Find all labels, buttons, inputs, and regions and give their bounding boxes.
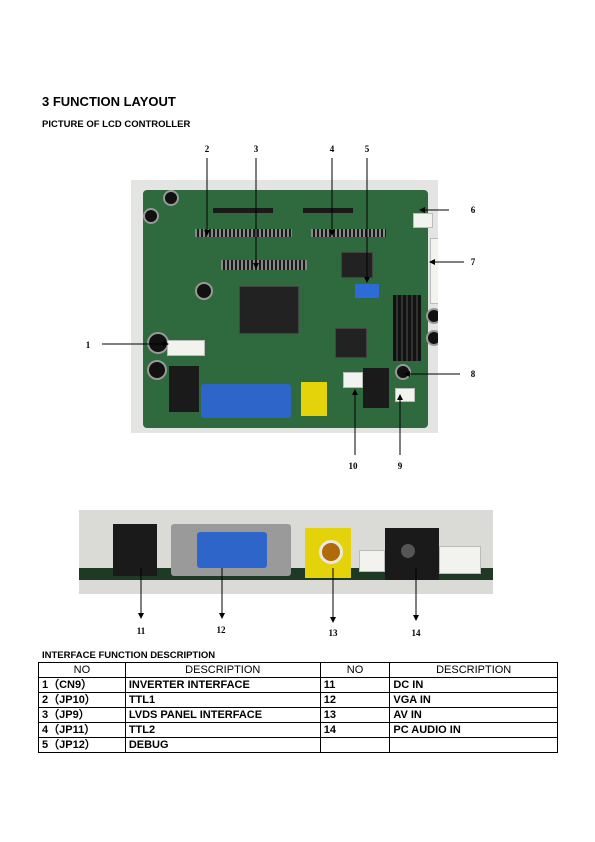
cell-no: 5（JP12） xyxy=(38,737,126,753)
lcd-controller-photo xyxy=(131,180,438,433)
header-description: DESCRIPTION xyxy=(124,662,321,678)
callout-8: 8 xyxy=(470,369,476,379)
cell-no xyxy=(319,737,391,753)
callout-12: 12 xyxy=(216,625,226,635)
cell-description xyxy=(389,737,558,753)
header-no: NO xyxy=(319,662,391,678)
table-header-row: NO DESCRIPTION NO DESCRIPTION xyxy=(38,662,558,678)
cell-description: TTL2 xyxy=(124,722,321,738)
table-row: 2（JP10） TTL1 12 VGA IN xyxy=(38,692,558,708)
callout-11: 11 xyxy=(136,626,146,636)
connector-side-photo xyxy=(79,510,493,594)
cell-description: VGA IN xyxy=(389,692,558,708)
callout-9: 9 xyxy=(397,461,403,471)
pcb-board xyxy=(143,190,438,428)
callout-10: 10 xyxy=(348,461,358,471)
callout-3: 3 xyxy=(253,144,259,154)
table-title: INTERFACE FUNCTION DESCRIPTION xyxy=(42,650,216,661)
callout-5: 5 xyxy=(364,144,370,154)
cell-description: DC IN xyxy=(389,677,558,693)
cell-no: 13 xyxy=(319,707,391,723)
cell-description: AV IN xyxy=(389,707,558,723)
cell-description: PC AUDIO IN xyxy=(389,722,558,738)
interface-table: NO DESCRIPTION NO DESCRIPTION 1（CN9） INV… xyxy=(38,662,558,753)
cell-no: 4（JP11） xyxy=(38,722,126,738)
header-no: NO xyxy=(38,662,126,678)
section-heading: 3 FUNCTION LAYOUT xyxy=(42,94,176,109)
table-row: 5（JP12） DEBUG xyxy=(38,737,558,753)
callout-7: 7 xyxy=(470,257,476,267)
cell-no: 11 xyxy=(319,677,391,693)
cell-description: INVERTER INTERFACE xyxy=(124,677,321,693)
cell-no: 2（JP10） xyxy=(38,692,126,708)
header-description: DESCRIPTION xyxy=(389,662,558,678)
callout-1: 1 xyxy=(85,340,91,350)
cell-description: LVDS PANEL INTERFACE xyxy=(124,707,321,723)
cell-no: 3（JP9） xyxy=(38,707,126,723)
photo-caption: PICTURE OF LCD CONTROLLER xyxy=(42,119,191,130)
callout-2: 2 xyxy=(204,144,210,154)
cell-description: TTL1 xyxy=(124,692,321,708)
callout-6: 6 xyxy=(470,205,476,215)
cell-no: 1（CN9） xyxy=(38,677,126,693)
table-row: 4（JP11） TTL2 14 PC AUDIO IN xyxy=(38,722,558,738)
cell-description: DEBUG xyxy=(124,737,321,753)
table-row: 1（CN9） INVERTER INTERFACE 11 DC IN xyxy=(38,677,558,693)
callout-4: 4 xyxy=(329,144,335,154)
table-row: 3（JP9） LVDS PANEL INTERFACE 13 AV IN xyxy=(38,707,558,723)
callout-13: 13 xyxy=(328,628,338,638)
cell-no: 14 xyxy=(319,722,391,738)
callout-14: 14 xyxy=(411,628,421,638)
cell-no: 12 xyxy=(319,692,391,708)
